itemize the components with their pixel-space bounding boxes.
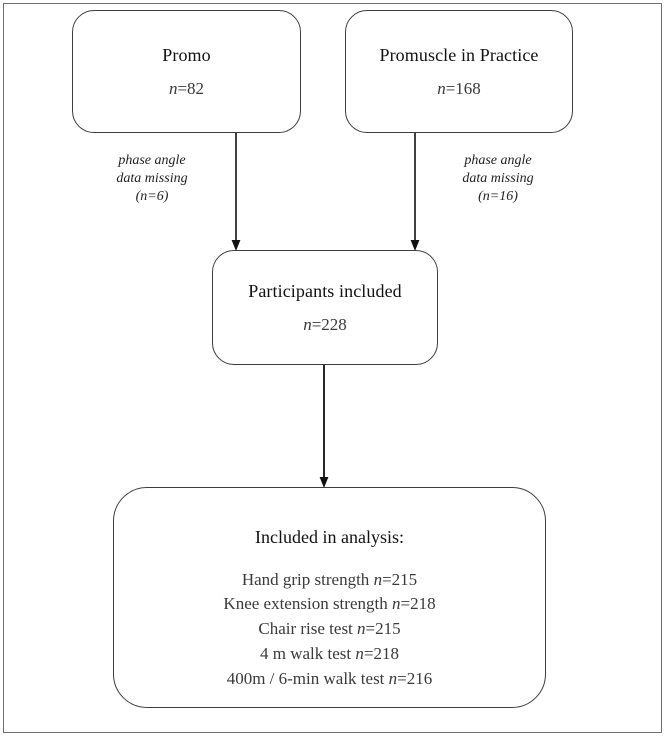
analysis-item-4m-walk-test-label: 4 m walk test bbox=[260, 644, 352, 664]
exclusion-annotation-right: phase angle data missing (n=16) bbox=[434, 152, 562, 206]
exclusion-left-line-2: data missing bbox=[116, 170, 188, 186]
analysis-item-400m-6min-walk-test-value: 216 bbox=[406, 669, 433, 689]
cohort-count-promuscle: n=168 bbox=[437, 78, 481, 99]
analysis-item-hand-grip-strength-value: 215 bbox=[391, 569, 418, 589]
cohort-count-promo-variable: n bbox=[168, 79, 178, 99]
analysis-item-400m-6min-walk-test-variable: n bbox=[388, 669, 398, 689]
cohort-count-promo-value: 82 bbox=[187, 79, 205, 99]
exclusion-annotation-left: phase angle data missing (n=6) bbox=[88, 152, 216, 206]
participants-included-title: Participants included bbox=[248, 280, 402, 301]
analysis-item-hand-grip-strength: Hand grip strength n=215 bbox=[223, 568, 435, 593]
participants-included-count-value: 228 bbox=[321, 315, 347, 335]
analysis-item-knee-extension-strength: Knee extension strength n=218 bbox=[223, 592, 435, 617]
analysis-item-4m-walk-test-value: 218 bbox=[373, 644, 399, 664]
analysis-item-knee-extension-strength-separator: = bbox=[400, 594, 411, 614]
analysis-item-4m-walk-test-variable: n bbox=[355, 644, 364, 664]
participants-included-count-variable: n bbox=[303, 315, 312, 335]
exclusion-right-line-1: phase angle bbox=[464, 153, 532, 168]
exclusion-left-line-1: phase angle bbox=[118, 153, 186, 168]
analysis-heading: Included in analysis: bbox=[255, 527, 404, 547]
arrow-promo-to-included bbox=[229, 133, 243, 252]
cohort-count-promuscle-value: 168 bbox=[455, 79, 481, 99]
arrow-included-to-analysis bbox=[317, 365, 331, 489]
cohort-count-promo: n=82 bbox=[169, 78, 204, 99]
cohort-title-promuscle: Promuscle in Practice bbox=[379, 44, 539, 65]
analysis-item-hand-grip-strength-label: Hand grip strength bbox=[241, 569, 370, 589]
analysis-item-knee-extension-strength-label: Knee extension strength bbox=[223, 594, 388, 614]
participants-included-box: Participants included n=228 bbox=[212, 250, 438, 365]
analysis-item-400m-6min-walk-test: 400m / 6-min walk test n=216 bbox=[223, 667, 435, 692]
cohort-box-promo: Promo n=82 bbox=[72, 10, 301, 133]
analysis-item-list: Hand grip strength n=215 Knee extension … bbox=[223, 568, 435, 693]
participants-included-count-separator: = bbox=[311, 315, 322, 335]
analysis-item-4m-walk-test: 4 m walk test n=218 bbox=[223, 642, 435, 667]
analysis-item-knee-extension-strength-variable: n bbox=[391, 594, 401, 614]
exclusion-right-line-3: (n=16) bbox=[478, 188, 518, 204]
analysis-item-400m-6min-walk-test-label: 400m / 6-min walk test bbox=[226, 669, 385, 689]
arrow-promuscle-to-included bbox=[408, 133, 422, 252]
analysis-item-hand-grip-strength-variable: n bbox=[373, 569, 383, 589]
analysis-item-chair-rise-test-variable: n bbox=[357, 619, 366, 639]
cohort-title-promo: Promo bbox=[162, 44, 211, 65]
cohort-count-promo-separator: = bbox=[177, 79, 188, 99]
exclusion-left-line-3: (n=6) bbox=[135, 188, 169, 204]
analysis-item-chair-rise-test-value: 215 bbox=[375, 619, 401, 639]
analysis-item-knee-extension-strength-value: 218 bbox=[410, 594, 436, 614]
analysis-item-400m-6min-walk-test-separator: = bbox=[397, 669, 407, 689]
analysis-item-hand-grip-strength-separator: = bbox=[382, 569, 392, 589]
cohort-count-promuscle-variable: n bbox=[437, 79, 446, 99]
cohort-box-promuscle: Promuscle in Practice n=168 bbox=[345, 10, 573, 133]
analysis-item-chair-rise-test-label: Chair rise test bbox=[258, 619, 353, 639]
participants-included-count: n=228 bbox=[303, 314, 347, 335]
exclusion-right-line-2: data missing bbox=[462, 170, 534, 186]
analysis-item-chair-rise-test-separator: = bbox=[365, 619, 376, 639]
analysis-item-4m-walk-test-separator: = bbox=[363, 644, 374, 664]
included-in-analysis-box: Included in analysis: Hand grip strength… bbox=[113, 487, 546, 708]
analysis-item-chair-rise-test: Chair rise test n=215 bbox=[223, 617, 435, 642]
cohort-count-promuscle-separator: = bbox=[445, 79, 456, 99]
